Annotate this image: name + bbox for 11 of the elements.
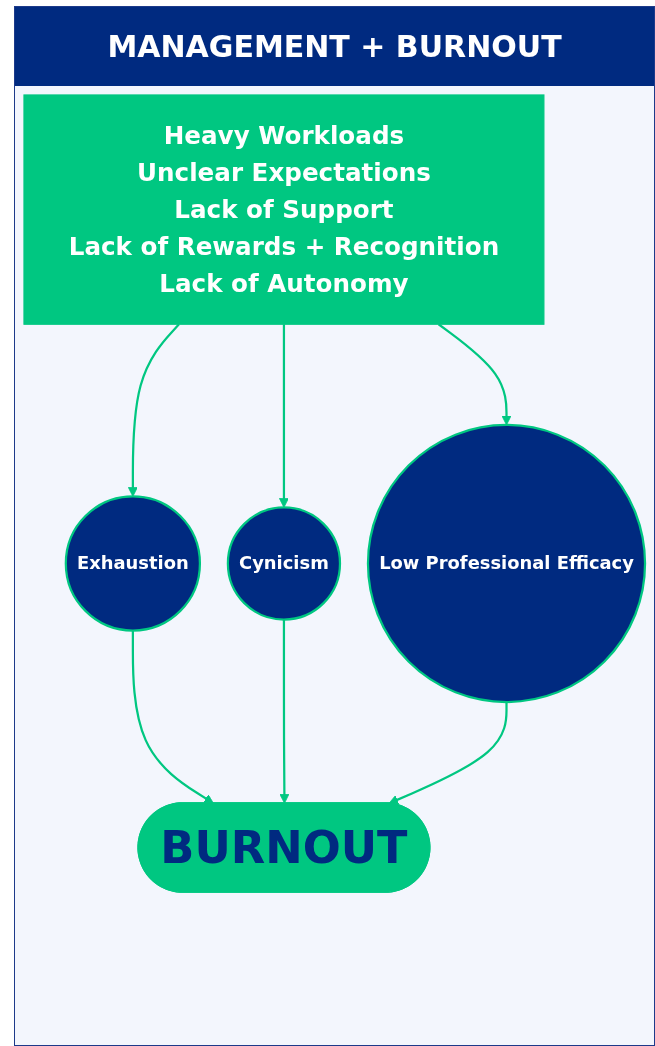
arrow (279, 324, 289, 508)
arrow (127, 323, 180, 497)
arrow (279, 619, 290, 804)
arrow (437, 323, 512, 426)
node-circle: Exhaustion (64, 495, 202, 632)
node-circle: Low Professional Efficacy (366, 423, 647, 704)
title-banner: MANAGEMENT + BURNOUT (15, 7, 654, 86)
arrow (131, 630, 214, 804)
node-box: Heavy Workloads Unclear Expectations Lack of Support Lack of Rewards + Recognition Lack of Autonomy (23, 94, 545, 325)
arrow (388, 702, 508, 805)
node-circle: Cynicism (226, 506, 342, 621)
